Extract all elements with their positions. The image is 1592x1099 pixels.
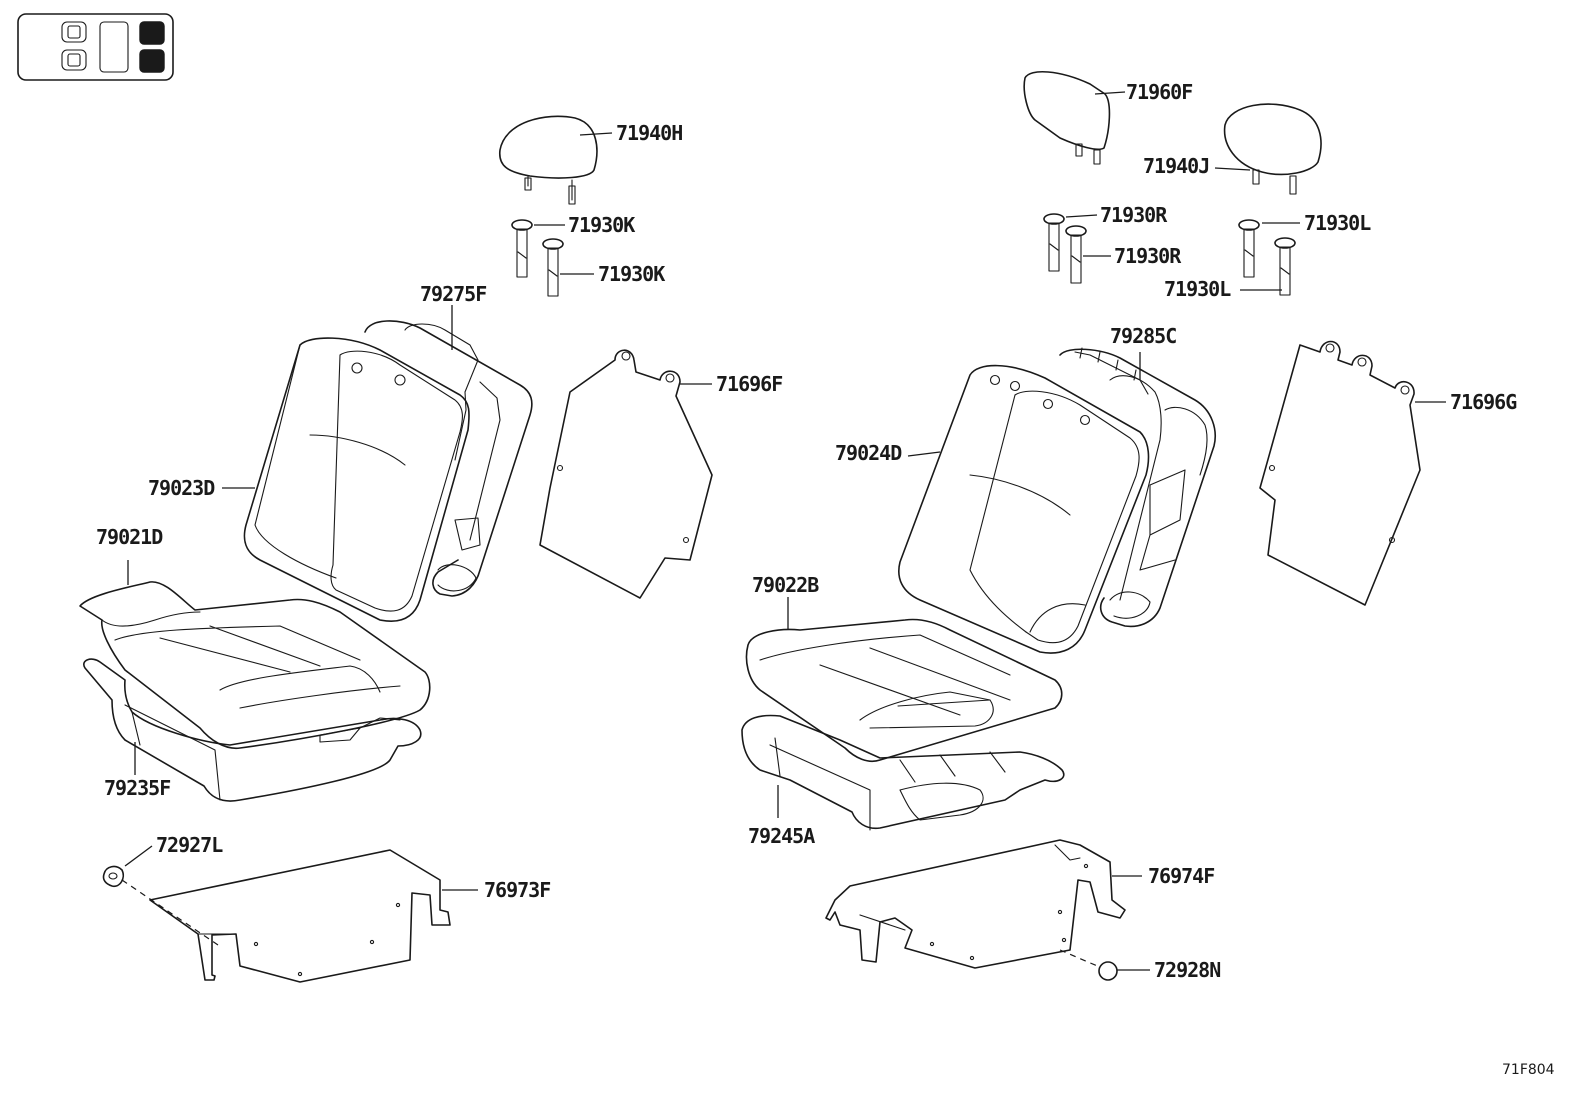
headrest-support-71930l-left <box>1238 219 1300 278</box>
label-76974f: 76974F <box>1148 864 1214 888</box>
label-79285c: 79285C <box>1110 324 1176 348</box>
label-72927l: 72927L <box>156 833 223 857</box>
headrest-support-71930k-right <box>542 238 594 297</box>
headrest-support-71930k-left <box>511 219 565 278</box>
cushion-frame-79235f <box>83 658 422 802</box>
label-71960f: 71960F <box>1126 80 1192 104</box>
headrest-support-71930l-right <box>1240 237 1296 296</box>
seatback-79023d <box>222 337 470 622</box>
seat-cushion-79022b <box>745 597 1063 763</box>
seatback-79024d <box>898 364 1150 654</box>
headrest-71960f <box>1023 70 1126 165</box>
figure-code: 71F804 <box>1502 1062 1555 1078</box>
back-board-71696g <box>1259 340 1446 606</box>
label-71930l-lower: 71930L <box>1164 277 1231 301</box>
label-79021d: 79021D <box>96 525 163 549</box>
part-labels: 71940H 71930K 71930K 79275F 71696F 79023… <box>96 80 1518 982</box>
label-71930k-lower: 71930K <box>598 262 665 286</box>
label-71696g: 71696G <box>1450 390 1517 414</box>
headrest-71940h <box>499 115 613 205</box>
label-71940h: 71940H <box>616 121 682 145</box>
label-72928n: 72928N <box>1154 958 1220 982</box>
label-71940j: 71940J <box>1143 154 1209 178</box>
label-79024d: 79024D <box>835 441 902 465</box>
seat-location-icon <box>17 13 174 81</box>
back-board-71696f <box>539 349 713 599</box>
headrest-71940j <box>1214 103 1322 195</box>
label-79023d: 79023D <box>148 476 215 500</box>
label-79245a: 79245A <box>748 824 815 848</box>
clip-72927l <box>102 845 153 888</box>
label-71930k-upper: 71930K <box>568 213 635 237</box>
cover-plate-76973f <box>121 849 478 983</box>
label-71696f: 71696F <box>716 372 782 396</box>
label-79022b: 79022B <box>752 573 819 597</box>
clip-72928n <box>1098 961 1150 981</box>
back-frame-79275f <box>364 305 533 597</box>
cover-plate-76974f <box>825 839 1142 969</box>
label-71930r-upper: 71930R <box>1100 203 1168 227</box>
label-79275f: 79275F <box>420 282 486 306</box>
label-76973f: 76973F <box>484 878 550 902</box>
headrest-support-71930r-left <box>1043 213 1098 272</box>
label-71930l-upper: 71930L <box>1304 211 1371 235</box>
headrest-support-71930r-right <box>1065 225 1111 284</box>
cushion-frame-79245a <box>741 714 1065 831</box>
back-frame-79285c <box>1059 347 1216 628</box>
label-79235f: 79235F <box>104 776 170 800</box>
label-71930r-lower: 71930R <box>1114 244 1182 268</box>
seat-cushion-79021d <box>79 560 431 750</box>
